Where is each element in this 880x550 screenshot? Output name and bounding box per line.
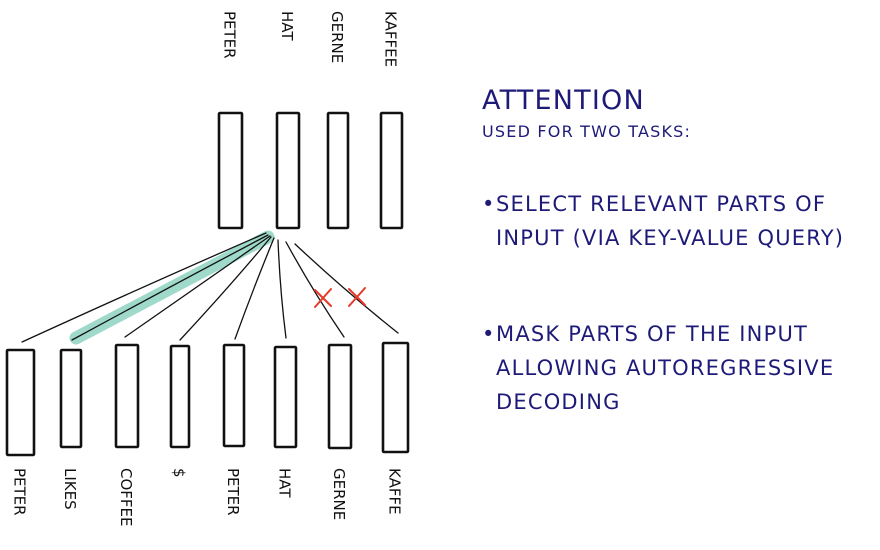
encoder-token-label: LIKES: [61, 468, 79, 510]
encoder-token-box: [381, 341, 410, 454]
mask-cross-icon: [314, 288, 332, 308]
encoder-token-label: HAT: [276, 468, 294, 498]
decoder-token-label: GERNE: [328, 11, 346, 63]
decoder-token-box: [275, 111, 301, 230]
encoder-token-box: [273, 345, 298, 449]
decoder-token-box: [379, 111, 404, 230]
bullet-mask-input: • MASK PARTS OF THE INPUT ALLOWING AUTOR…: [482, 317, 872, 419]
encoder-token-label: COFFEE: [117, 468, 135, 527]
bullet-text: SELECT RELEVANT PARTS OF INPUT (VIA KEY-…: [496, 192, 845, 250]
encoder-token-box: [327, 343, 353, 450]
decoder-token-label: KAFFEE: [382, 11, 400, 67]
encoder-token-label: PETER: [11, 468, 29, 516]
encoder-token-box: [169, 344, 191, 449]
decoder-token-box: [326, 111, 350, 230]
notes-subtitle: USED FOR TWO TASKS:: [482, 122, 692, 141]
encoder-token-label: $: [170, 468, 188, 478]
encoder-token-box: [5, 348, 36, 457]
notes-title: ATTENTION: [482, 85, 645, 116]
bullet-select-relevant: • SELECT RELEVANT PARTS OF INPUT (VIA KE…: [482, 187, 872, 255]
encoder-token-box: [114, 343, 140, 449]
attention-connection: [124, 235, 271, 338]
attention-connection: [277, 239, 287, 339]
notes-panel: ATTENTION USED FOR TWO TASKS: • SELECT R…: [482, 86, 872, 419]
bullet-marker: •: [482, 322, 496, 346]
decoder-token-box: [217, 111, 244, 230]
encoder-token-box: [222, 343, 246, 448]
encoder-token-label: KAFFE: [386, 468, 404, 515]
attention-connection: [71, 234, 269, 341]
bullet-text: MASK PARTS OF THE INPUT ALLOWING AUTOREG…: [496, 322, 835, 414]
attention-connection: [179, 236, 272, 341]
encoder-token-label: PETER: [224, 468, 242, 516]
encoder-token-box: [59, 348, 83, 449]
decoder-token-label: PETER: [221, 11, 239, 59]
decoder-token-label: HAT: [278, 11, 296, 41]
encoder-token-label: GERNE: [330, 468, 348, 520]
mask-cross-icon: [348, 287, 366, 307]
attention-connection: [234, 237, 275, 340]
attention-connection: [294, 243, 399, 334]
bullet-marker: •: [482, 192, 496, 216]
attention-connection: [285, 241, 345, 338]
attention-connection: [21, 232, 267, 343]
